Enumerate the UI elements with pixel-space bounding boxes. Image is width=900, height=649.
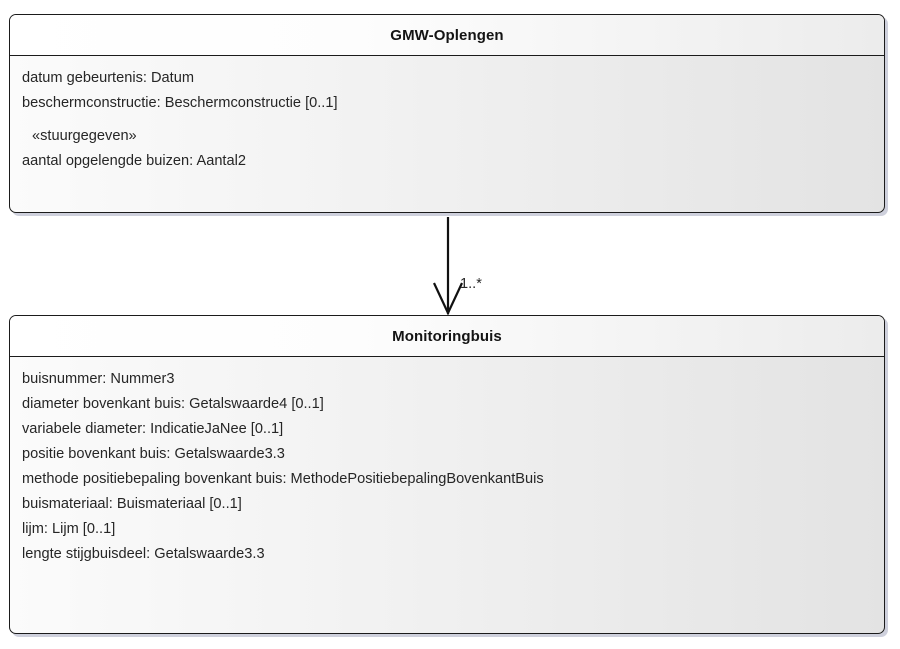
- attribute-row: variabele diameter: IndicatieJaNee [0..1…: [22, 421, 284, 437]
- attribute-row: buismateriaal: Buismateriaal [0..1]: [22, 496, 242, 512]
- attribute-row: datum gebeurtenis: Datum: [22, 70, 194, 86]
- class-name-gmw-oplengen: GMW-Oplengen: [10, 15, 884, 56]
- attribute-row: buisnummer: Nummer3: [22, 371, 175, 387]
- attribute-row: methode positiebepaling bovenkant buis: …: [22, 471, 544, 487]
- attribute-row: aantal opgelengde buizen: Aantal2: [22, 153, 246, 169]
- attribute-row: lengte stijgbuisdeel: Getalswaarde3.3: [22, 546, 265, 562]
- attribute-row: positie bovenkant buis: Getalswaarde3.3: [22, 446, 285, 462]
- attribute-row: beschermconstructie: Beschermconstructie…: [22, 95, 338, 111]
- class-name-monitoringbuis: Monitoringbuis: [10, 316, 884, 357]
- class-box-monitoringbuis[interactable]: Monitoringbuis buisnummer: Nummer3 diame…: [9, 315, 885, 634]
- class-box-gmw-oplengen[interactable]: GMW-Oplengen datum gebeurtenis: Datum be…: [9, 14, 885, 213]
- attribute-row: lijm: Lijm [0..1]: [22, 521, 116, 537]
- association-multiplicity-label: 1..*: [460, 276, 482, 292]
- attribute-stereotype: «stuurgegeven»: [32, 128, 137, 144]
- class-attributes-gmw-oplengen: datum gebeurtenis: Datum beschermconstru…: [10, 56, 884, 186]
- class-attributes-monitoringbuis: buisnummer: Nummer3 diameter bovenkant b…: [10, 357, 884, 579]
- attribute-row: diameter bovenkant buis: Getalswaarde4 […: [22, 396, 324, 412]
- association-arrowhead-icon: [433, 282, 463, 316]
